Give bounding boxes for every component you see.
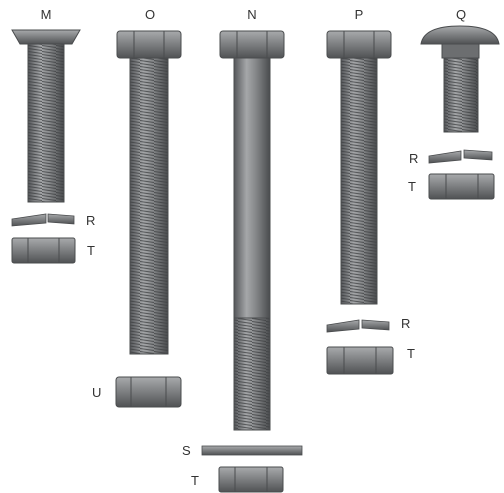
bolt-m xyxy=(11,29,81,203)
hex-nut-p xyxy=(326,346,394,375)
lock-washer-p xyxy=(326,319,390,333)
label-t-q: T xyxy=(408,179,416,194)
label-u-o: U xyxy=(92,385,101,400)
label-o: O xyxy=(145,7,155,22)
hex-nut-m xyxy=(11,237,76,264)
hex-nut-n xyxy=(218,466,284,493)
label-t-m: T xyxy=(87,243,95,258)
label-r-p: R xyxy=(401,316,410,331)
hex-nut-q xyxy=(428,173,495,200)
label-q: Q xyxy=(456,7,466,22)
bolt-n xyxy=(219,30,285,431)
label-t-n: T xyxy=(191,473,199,488)
bolt-q xyxy=(420,25,500,133)
label-r-q: R xyxy=(409,151,418,166)
label-m: M xyxy=(41,7,52,22)
hex-nut-o xyxy=(115,376,182,408)
label-n: N xyxy=(247,7,256,22)
label-s-n: S xyxy=(182,443,191,458)
bolt-p xyxy=(326,30,392,305)
label-t-p: T xyxy=(407,346,415,361)
bolt-o xyxy=(116,30,182,355)
label-p: P xyxy=(355,7,364,22)
lock-washer-m xyxy=(11,213,75,227)
flat-washer-n xyxy=(201,445,303,456)
label-r-m: R xyxy=(86,213,95,228)
lock-washer-q xyxy=(428,149,493,164)
